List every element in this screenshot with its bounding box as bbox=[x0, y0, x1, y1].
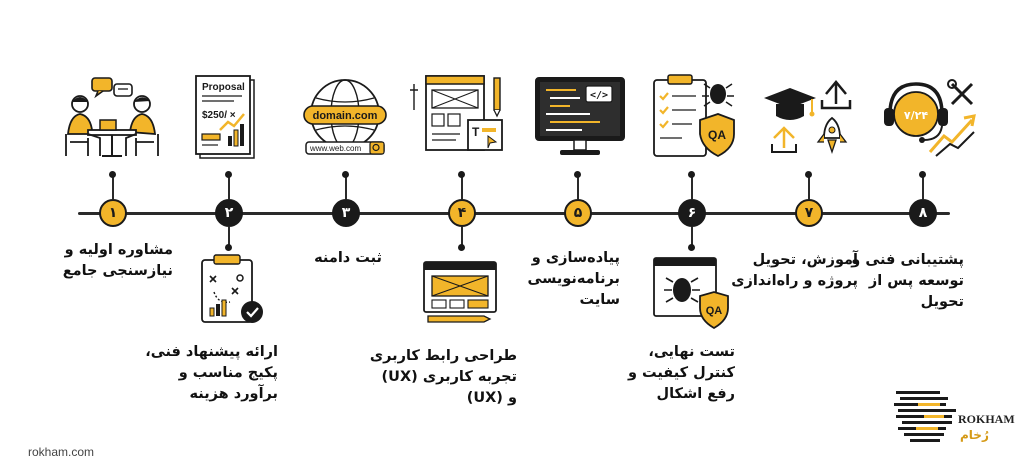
footer-url: rokham.com bbox=[28, 445, 95, 459]
connector-stem bbox=[228, 174, 230, 199]
connector-stem bbox=[345, 174, 347, 199]
connector-stem bbox=[922, 174, 924, 199]
domain-globe-icon: domain.com www.web.com bbox=[303, 79, 387, 155]
connector-dot bbox=[574, 171, 581, 178]
connector-stem-lower bbox=[691, 227, 693, 247]
connector-dot bbox=[458, 244, 465, 251]
connector-dot bbox=[225, 244, 232, 251]
step-2-marker: ۲ bbox=[215, 199, 243, 227]
step-1-marker: ۱ bbox=[99, 199, 127, 227]
code-monitor-icon: </> bbox=[535, 77, 625, 155]
connector-stem bbox=[691, 174, 693, 199]
training-launch-icon bbox=[764, 80, 852, 155]
connector-stem bbox=[808, 174, 810, 199]
connector-dot bbox=[688, 171, 695, 178]
step-7-marker: ۷ bbox=[795, 199, 823, 227]
step-6-marker: ۶ bbox=[678, 199, 706, 227]
svg-text:Proposal: Proposal bbox=[202, 82, 245, 93]
connector-dot bbox=[805, 171, 812, 178]
strategy-plan-icon bbox=[201, 254, 263, 323]
connector-stem bbox=[461, 174, 463, 199]
svg-text:$250/ ×: $250/ × bbox=[202, 110, 236, 121]
step-8-marker: ۸ bbox=[909, 199, 937, 227]
qa-checklist-icon: QA bbox=[653, 74, 735, 158]
step-5-marker: ۵ bbox=[564, 199, 592, 227]
consultation-icon bbox=[65, 77, 159, 157]
svg-text:domain.com: domain.com bbox=[313, 110, 378, 122]
ui-layout-icon bbox=[423, 261, 497, 323]
connector-dot bbox=[109, 171, 116, 178]
brand-logo-icon bbox=[894, 391, 956, 442]
proposal-document-icon: Proposal $250/ × bbox=[195, 75, 255, 159]
wireframe-design-icon: T bbox=[410, 75, 503, 151]
svg-text:T: T bbox=[472, 125, 480, 139]
svg-text:۷/۲۴: ۷/۲۴ bbox=[904, 109, 928, 122]
connector-dot bbox=[458, 171, 465, 178]
connector-dot bbox=[919, 171, 926, 178]
connector-stem bbox=[112, 174, 114, 199]
step-4-marker: ۴ bbox=[448, 199, 476, 227]
support-headset-icon: ۷/۲۴ bbox=[884, 79, 976, 157]
svg-text:QA: QA bbox=[708, 128, 726, 142]
connector-dot bbox=[688, 244, 695, 251]
svg-text:QA: QA bbox=[706, 305, 723, 317]
svg-text:www.web.com: www.web.com bbox=[309, 144, 361, 153]
step-3-marker: ۳ bbox=[332, 199, 360, 227]
connector-dot bbox=[225, 171, 232, 178]
timeline-axis bbox=[78, 212, 950, 215]
connector-stem-lower bbox=[228, 227, 230, 247]
connector-dot bbox=[342, 171, 349, 178]
brand-name-fa: رُخام bbox=[960, 428, 989, 442]
connector-stem-lower bbox=[461, 227, 463, 247]
connector-stem bbox=[577, 174, 579, 199]
brand-name-en: ROKHAM bbox=[958, 412, 1015, 426]
svg-text:</>: </> bbox=[590, 90, 608, 101]
bug-testing-icon: QA bbox=[653, 257, 729, 330]
step-3-label: ثبت دامنه bbox=[314, 250, 382, 266]
